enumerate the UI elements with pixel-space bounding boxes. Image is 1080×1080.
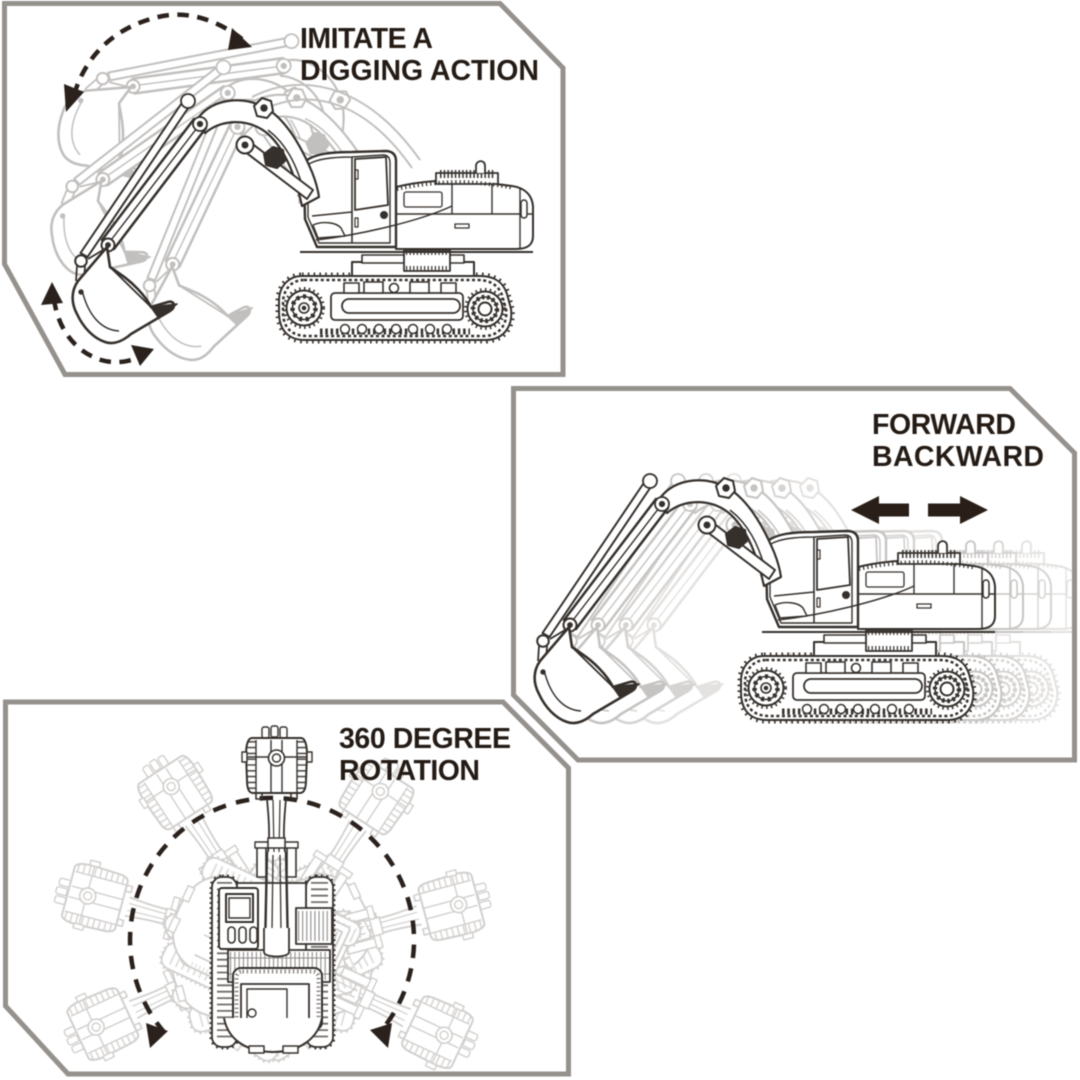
svg-text:360 DEGREE: 360 DEGREE (339, 723, 511, 755)
svg-text:IMITATE A: IMITATE A (300, 23, 433, 55)
svg-text:FORWARD: FORWARD (872, 409, 1016, 441)
svg-text:ROTATION: ROTATION (339, 755, 480, 787)
svg-text:DIGGING ACTION: DIGGING ACTION (300, 55, 539, 87)
svg-text:BACKWARD: BACKWARD (872, 441, 1044, 473)
